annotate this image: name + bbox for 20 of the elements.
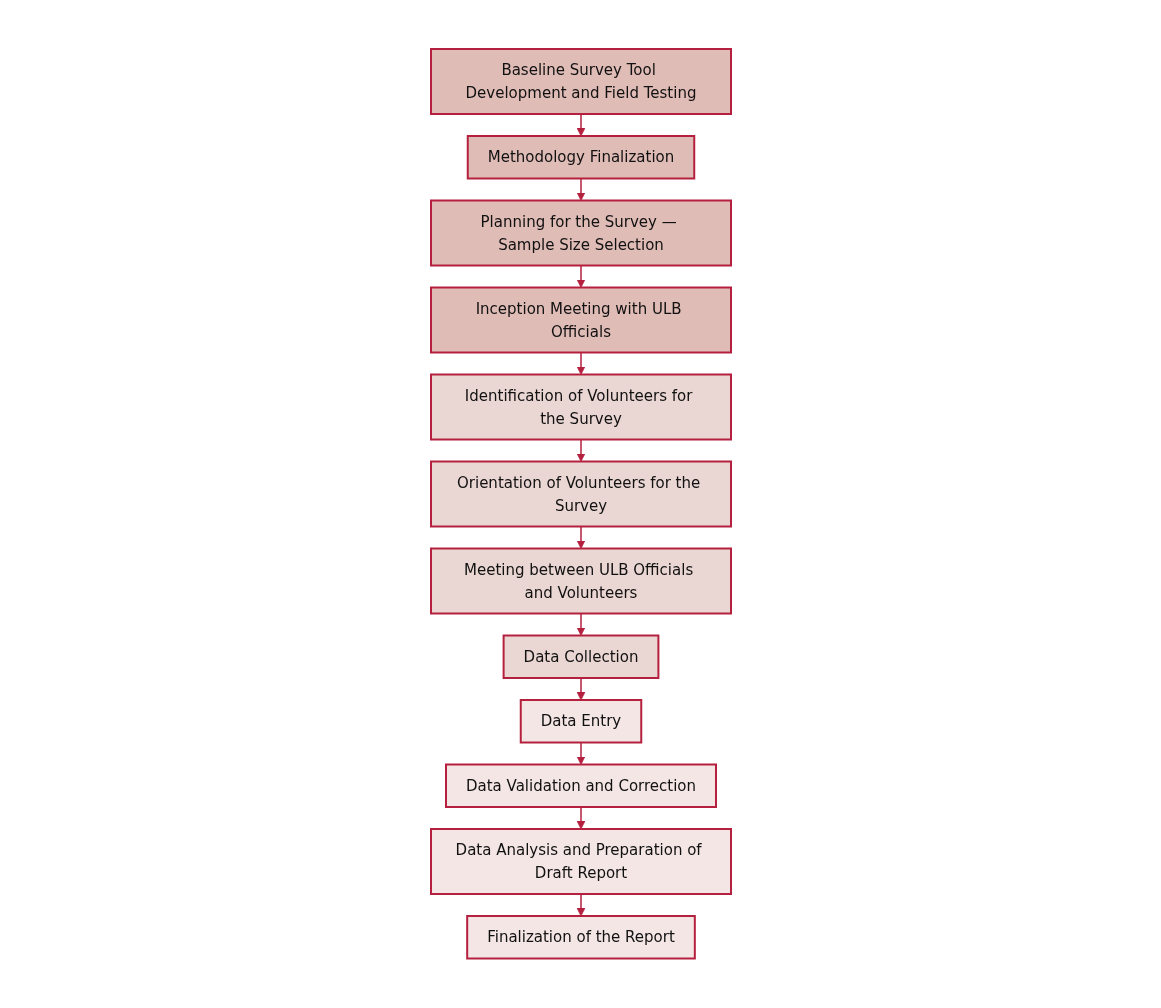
node-box: Inception Meeting with ULB Officials [429, 286, 732, 354]
node-box: Data Analysis and Preparation of Draft Report [429, 828, 732, 896]
arrow [576, 806, 585, 830]
node-box: Identification of Volunteers for the Survey [429, 373, 732, 441]
arrow [576, 893, 585, 917]
node-box: Methodology Finalization [466, 135, 695, 180]
arrow [576, 265, 585, 289]
node-box: Finalization of the Report [465, 915, 696, 960]
node-box: Meeting between ULB Officials and Volunteers [429, 547, 732, 615]
arrow [576, 352, 585, 376]
node-box: Baseline Survey Tool Development and Field Testing [429, 48, 732, 116]
node-box: Data Entry [519, 699, 642, 744]
node-box: Data Validation and Correction [444, 763, 717, 809]
arrow [576, 113, 585, 137]
node-box: Data Collection [502, 634, 659, 680]
arrow [576, 677, 585, 701]
node-box: Planning for the Survey — Sample Size Selection [429, 199, 732, 267]
arrow [576, 742, 585, 766]
node-box: Orientation of Volunteers for the Survey [429, 460, 732, 528]
arrow [576, 526, 585, 550]
